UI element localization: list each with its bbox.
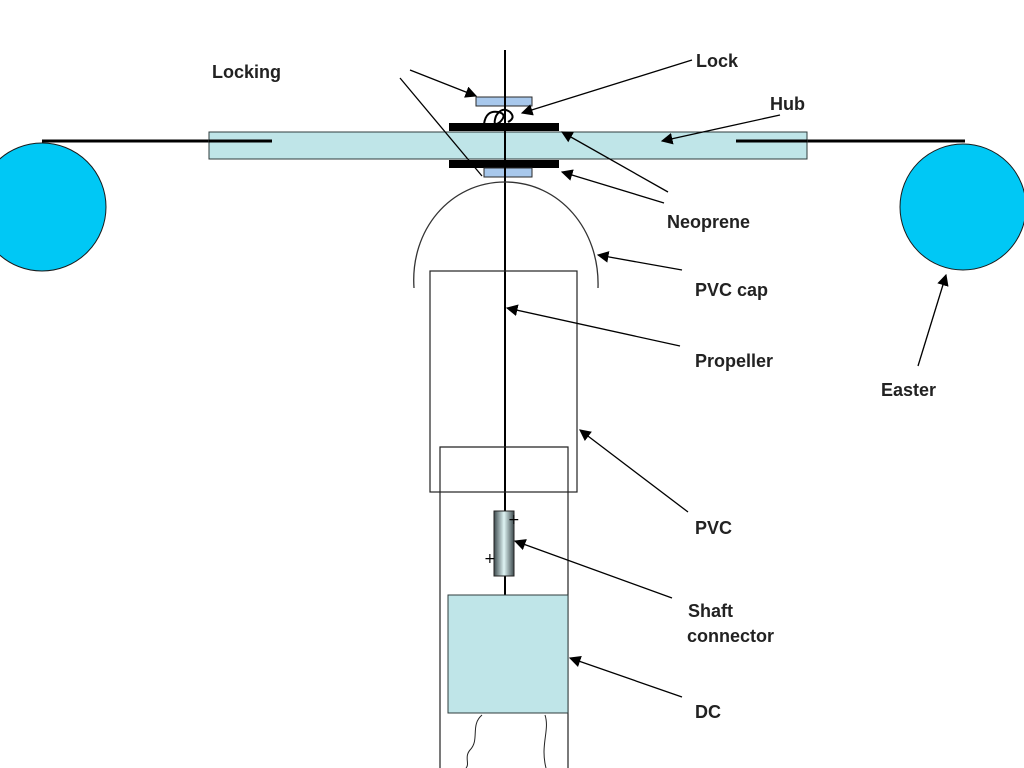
lock-arrow [520, 59, 693, 116]
easter-arrow [917, 273, 949, 367]
lock-plate-bottom [483, 167, 533, 178]
dc-motor [447, 594, 569, 714]
hub-bar [208, 131, 808, 160]
label-locking: Locking [212, 62, 281, 82]
dc-arrow [568, 655, 683, 698]
left-wheel [0, 142, 107, 272]
label-dc: DC [695, 702, 721, 722]
label-shaft-connector-line2: connector [687, 626, 774, 646]
label-shaft-connector-line1: Shaft [688, 601, 733, 621]
pvc-cap-arrow [596, 251, 683, 271]
motor-wire-right [543, 714, 547, 768]
label-pvc-cap: PVC cap [695, 280, 768, 300]
propeller-arrow [505, 304, 681, 347]
neoprene-arrow-2 [560, 169, 665, 204]
motor-wire-left [465, 714, 483, 768]
pvc-cap [413, 181, 599, 289]
neoprene-arrow-1 [560, 131, 669, 193]
svg-text:+: + [484, 551, 496, 567]
shaft-connector-arrow [513, 539, 673, 599]
label-hub: Hub [770, 94, 805, 114]
spring-coil [483, 108, 514, 125]
label-easter: Easter [881, 380, 936, 400]
pvc-tube-upper [429, 270, 578, 493]
hub-arrow [660, 114, 781, 145]
label-neoprene: Neoprene [667, 212, 750, 232]
pvc-arrow [579, 429, 689, 513]
locking-leader [399, 77, 483, 177]
label-lock: Lock [696, 51, 739, 71]
locking-arrow [409, 69, 478, 98]
right-wheel [899, 143, 1024, 271]
svg-text:+: + [508, 512, 520, 528]
label-pvc: PVC [695, 518, 732, 538]
label-propeller: Propeller [695, 351, 773, 371]
